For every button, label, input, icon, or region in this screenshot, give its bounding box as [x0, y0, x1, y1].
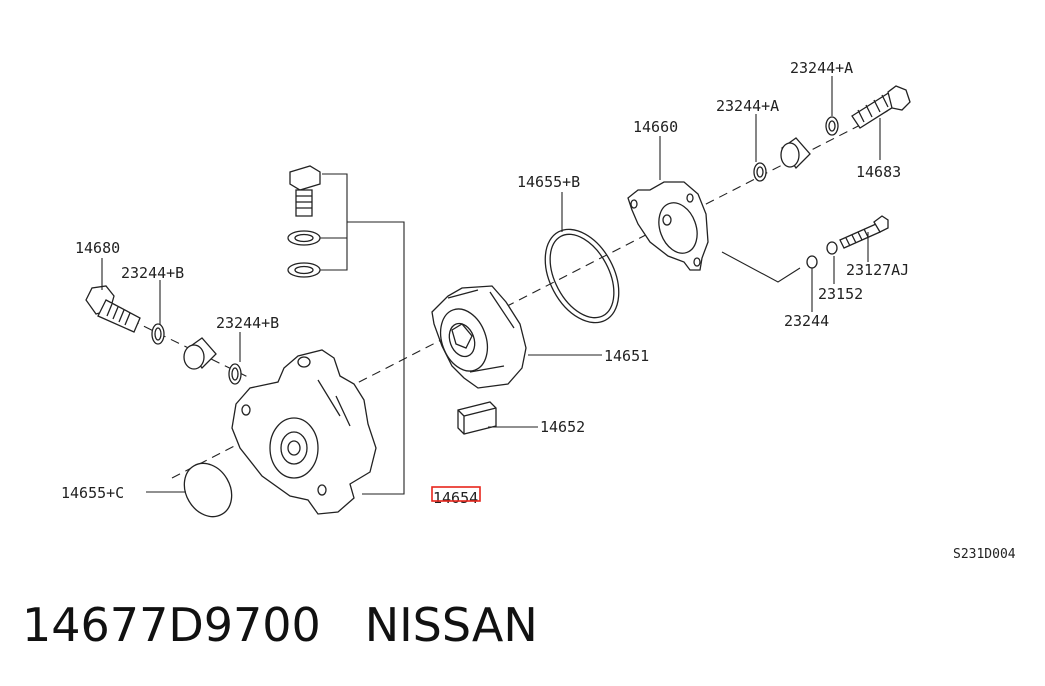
washer-23244[interactable] — [806, 255, 818, 269]
o-ring-14655b[interactable] — [530, 217, 633, 335]
washer-23152[interactable] — [826, 241, 838, 255]
label-14652: 14652 — [540, 418, 585, 436]
brand-name: NISSAN — [364, 598, 538, 652]
vane-14652[interactable] — [457, 401, 497, 435]
highlight-box-14654 — [431, 486, 481, 502]
link-line-23244 — [721, 251, 801, 283]
label-14655c: 14655+C — [61, 484, 124, 502]
label-23244b-lower: 23244+B — [216, 314, 279, 332]
bracket-14654 — [320, 173, 405, 495]
washer-upper-1[interactable] — [287, 230, 321, 246]
screw-23127aj[interactable] — [839, 215, 889, 249]
banjo-bolt-upper[interactable] — [289, 165, 321, 217]
diagram-code: S231D004 — [953, 547, 1016, 562]
bolt-14683[interactable] — [851, 85, 911, 129]
label-14680: 14680 — [75, 239, 120, 257]
cover-14660[interactable] — [627, 181, 709, 271]
disc-14655c[interactable] — [175, 455, 241, 525]
pump-housing-14654[interactable] — [231, 349, 377, 515]
label-14651: 14651 — [604, 347, 649, 365]
label-14660: 14660 — [633, 118, 678, 136]
washer-23244a-right[interactable] — [825, 116, 839, 136]
label-23244b-upper: 23244+B — [121, 264, 184, 282]
label-14654[interactable]: 14654 — [433, 489, 478, 507]
washer-23244b-right[interactable] — [228, 363, 242, 385]
cam-ring-14651[interactable] — [431, 285, 527, 389]
part-number: 14677D9700 — [22, 598, 321, 652]
collar-left[interactable] — [183, 337, 217, 370]
collar-right[interactable] — [780, 137, 811, 170]
label-23244: 23244 — [784, 312, 829, 330]
label-23244a-upper: 23244+A — [790, 59, 853, 77]
label-23152: 23152 — [818, 285, 863, 303]
label-23244a-lower: 23244+A — [716, 97, 779, 115]
label-14655b: 14655+B — [517, 173, 580, 191]
label-23127aj: 23127AJ — [846, 261, 909, 279]
washer-upper-2[interactable] — [287, 262, 321, 278]
label-14683: 14683 — [856, 163, 901, 181]
washer-23244b-left[interactable] — [151, 323, 165, 345]
washer-23244a-left[interactable] — [753, 162, 767, 182]
part-title: 14677D9700 NISSAN — [22, 598, 538, 652]
bolt-14680[interactable] — [85, 285, 141, 333]
